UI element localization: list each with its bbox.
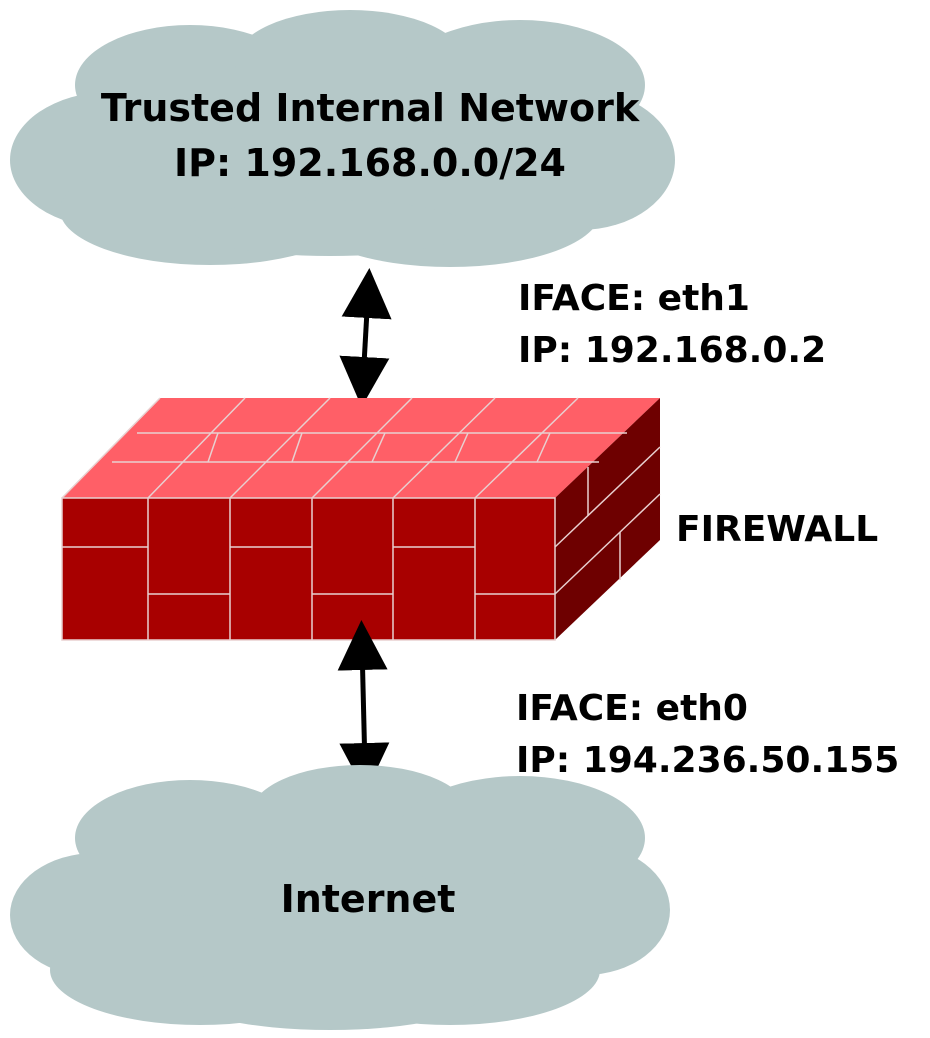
external-iface-label: IFACE: eth0 <box>516 688 748 729</box>
firewall-label: FIREWALL <box>676 509 878 550</box>
brick-firewall-icon <box>61 397 661 641</box>
trusted-network-name: Trusted Internal Network <box>101 86 640 130</box>
trusted-network-cloud-icon <box>10 10 675 267</box>
external-iface-ip: IP: 194.236.50.155 <box>516 740 899 781</box>
trusted-network-ip: IP: 192.168.0.0/24 <box>174 141 566 185</box>
internal-link-arrow <box>339 268 392 407</box>
external-link-arrow <box>337 620 390 793</box>
internet-cloud-icon <box>10 765 670 1030</box>
internet-name: Internet <box>281 877 456 921</box>
internal-iface-ip: IP: 192.168.0.2 <box>518 330 826 371</box>
internal-iface-label: IFACE: eth1 <box>518 278 750 319</box>
